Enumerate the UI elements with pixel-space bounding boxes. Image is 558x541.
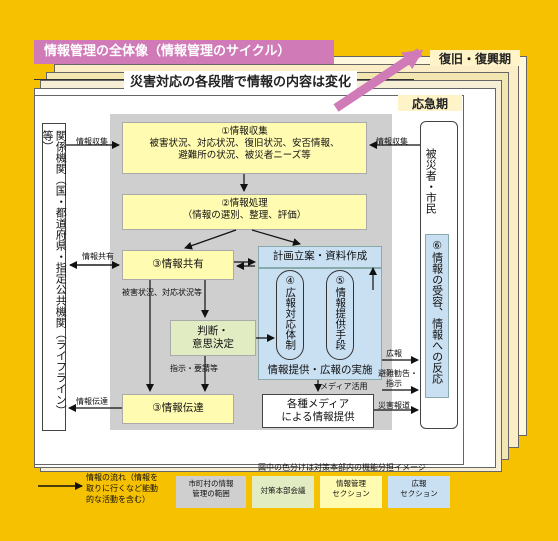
pr-provision-label: 情報提供・広報の実施 — [267, 364, 373, 376]
legend-green: 対策本部会議 — [252, 476, 314, 508]
info-share-label: ③情報共有 — [152, 258, 204, 271]
koho-label: 広報 — [386, 349, 402, 358]
legend-caption: 図中の色分けは対策本部内の機能分担イメージ — [258, 463, 426, 472]
legend-flow-1: 情報の流れ（情報を — [86, 473, 158, 482]
reception-reaction: ⑥情報の受容、情報への反応 — [425, 234, 449, 398]
legend-green-1: 対策本部会議 — [260, 486, 306, 495]
legend-yellow-1: 情報管理 — [336, 479, 366, 488]
media-use-label: メディア活用 — [320, 382, 368, 391]
info-processing-box: ②情報処理 （情報の選別、整理、評価） — [122, 194, 367, 230]
legend-blue-2: セクション — [400, 488, 438, 498]
info-relay-label: ③情報伝達 — [152, 402, 204, 415]
subtitle: 災害対応の各段階で情報の内容は変化 — [124, 71, 358, 90]
decision-box: 判断・ 意思決定 — [170, 320, 256, 356]
evac-label-2: 指示 — [386, 379, 402, 388]
legend-flow-2: 取りに行くなど能動 — [86, 484, 158, 493]
phase-label-emergency: 応急期 — [398, 95, 462, 111]
collect-right-label: 情報収集 — [376, 137, 408, 146]
relay-left-label: 情報伝達 — [76, 397, 108, 406]
info-processing-detail: （情報の選別、整理、評価） — [182, 209, 307, 221]
info-processing-title: ②情報処理 — [221, 198, 268, 209]
media-label-1: 各種メディア — [286, 398, 350, 410]
citizens-label-wrap: 被災者・市民 — [424, 148, 438, 218]
phase-label-recovery: 復旧・復興期 — [430, 50, 520, 66]
info-relay-box: ③情報伝達 — [122, 394, 234, 424]
planning-box: 計画立案・資料作成 — [258, 246, 382, 268]
legend-gray: 市町村の情報 管理の範囲 — [176, 476, 246, 508]
pr-means-label: ⑤情報提供手段 — [334, 275, 347, 350]
legend-gray-2: 管理の範囲 — [192, 488, 230, 498]
phase-progress-arrow — [333, 48, 424, 112]
info-collection-detail-1: 被害状況、対応状況、復旧状況、安否情報、 — [149, 137, 340, 149]
legend-gray-1: 市町村の情報 — [188, 479, 234, 488]
media-label-2: による情報提供 — [281, 411, 355, 424]
page-title: 情報管理の全体像（情報管理のサイクル） — [34, 40, 334, 64]
evac-label-1: 避難勧告・ — [378, 369, 418, 378]
legend-blue-1: 広報 — [411, 479, 427, 488]
citizens-label: 被災者・市民 — [424, 148, 438, 214]
collect-left-label: 情報収集 — [76, 137, 108, 146]
related-agencies-label: 関係機関（国・都道府県・指定公共機関（ライフライン）等） — [41, 130, 68, 416]
info-collection-detail-2: 避難所の状況、被災者ニーズ等 — [178, 149, 311, 161]
media-box: 各種メディア による情報提供 — [262, 394, 374, 428]
legend-flow-3: 的な活動を含む） — [86, 495, 150, 504]
instructions-label: 指示・要請等 — [170, 364, 218, 373]
damage-status-label: 被害状況、対応状況等 — [122, 288, 202, 297]
info-collection-box: ①情報収集 被害状況、対応状況、復旧状況、安否情報、 避難所の状況、被災者ニーズ… — [122, 122, 367, 174]
reception-reaction-label: ⑥情報の受容、情報への反応 — [430, 239, 444, 384]
decision-label-1: 判断・ — [197, 325, 229, 337]
pr-system-label: ④広報対応体制 — [284, 275, 297, 350]
legend-yellow-2: セクション — [332, 488, 370, 498]
share-left-label: 情報共有 — [82, 252, 114, 261]
legend-flow-text: 情報の流れ（情報を 取りに行くなど能動 的な活動を含む） — [86, 472, 172, 505]
disaster-report-label: 災害報道 — [378, 401, 410, 410]
pr-system-pill: ④広報対応体制 — [276, 270, 304, 360]
info-collection-title: ①情報収集 — [221, 126, 268, 137]
planning-label: 計画立案・資料作成 — [272, 250, 368, 263]
legend-blue: 広報 セクション — [388, 476, 450, 508]
pr-means-pill: ⑤情報提供手段 — [326, 270, 354, 360]
decision-label-2: 意思決定 — [192, 338, 234, 351]
legend-yellow: 情報管理 セクション — [320, 476, 382, 508]
related-agencies: 関係機関（国・都道府県・指定公共機関（ライフライン）等） — [41, 123, 68, 431]
info-share-box: ③情報共有 — [122, 250, 234, 280]
